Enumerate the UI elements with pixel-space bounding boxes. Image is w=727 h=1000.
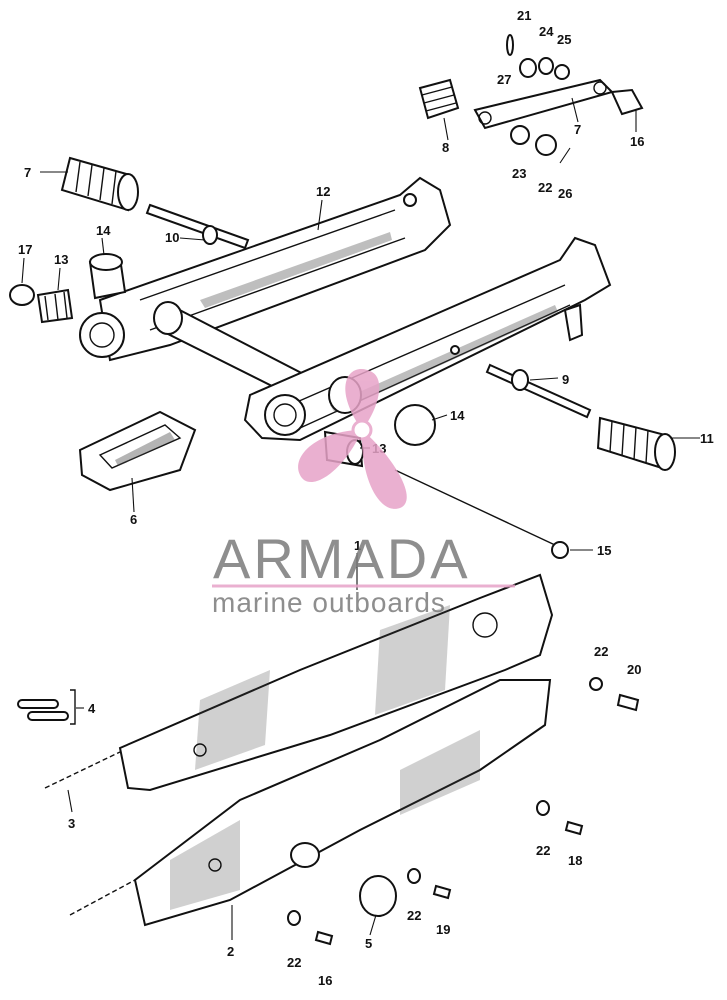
swing-arm bbox=[79, 176, 612, 442]
callout-25: 25 bbox=[557, 32, 571, 47]
watermark-tagline: marine outboards bbox=[212, 587, 446, 618]
screws-and-washers bbox=[287, 677, 640, 946]
callout-22-c: 22 bbox=[407, 908, 421, 923]
callout-11-lower: 11 bbox=[700, 431, 714, 446]
callout-24: 24 bbox=[539, 24, 554, 39]
callout-8: 8 bbox=[442, 140, 449, 155]
callout-2: 2 bbox=[227, 944, 234, 959]
callout-19: 20 bbox=[627, 662, 641, 677]
callout-numbers: 7 10 12 17 13 14 21 24 25 27 8 7 16 23 2… bbox=[18, 8, 714, 988]
grommet-cap bbox=[359, 875, 397, 917]
chain-guide bbox=[78, 410, 197, 492]
cushion-spring bbox=[418, 78, 460, 120]
callout-26: 26 bbox=[558, 186, 572, 201]
chain-joint bbox=[17, 689, 76, 725]
callout-22-b: 22 bbox=[536, 843, 550, 858]
callout-17: 17 bbox=[18, 242, 32, 257]
leader-lines bbox=[21, 97, 700, 940]
pivot-bolt-upper bbox=[145, 203, 250, 250]
callout-16-upper: 16 bbox=[630, 134, 644, 149]
watermark-brand: ARMADA bbox=[213, 527, 471, 590]
callout-23: 23 bbox=[512, 166, 526, 181]
callout-22-a: 22 bbox=[594, 644, 608, 659]
drive-chain bbox=[44, 751, 136, 916]
pivot-bolt-lower bbox=[485, 363, 592, 419]
callout-22-d: 22 bbox=[287, 955, 301, 970]
callout-18-b: 19 bbox=[436, 922, 450, 937]
callout-3: 3 bbox=[68, 816, 75, 831]
callout-9: 9 bbox=[562, 372, 569, 387]
callout-20: 21 bbox=[517, 8, 531, 23]
callout-12: 12 bbox=[316, 184, 330, 199]
callout-15: 15 bbox=[597, 543, 611, 558]
callout-5: 5 bbox=[365, 936, 372, 951]
callout-13-left: 13 bbox=[54, 252, 68, 267]
adjuster-bolt bbox=[394, 469, 569, 559]
callout-1: 1 bbox=[354, 538, 361, 553]
rubber-cap-upper bbox=[60, 156, 139, 212]
chain-case-lower bbox=[133, 679, 552, 927]
callout-14-left: 14 bbox=[96, 223, 111, 238]
callout-4: 4 bbox=[88, 701, 96, 716]
callout-14-center: 14 bbox=[450, 408, 465, 423]
propeller-logo-icon bbox=[298, 369, 407, 509]
callout-10: 10 bbox=[165, 230, 179, 245]
watermark: ARMADA marine outboards bbox=[212, 369, 515, 618]
callout-27: 27 bbox=[497, 72, 511, 87]
bushing-set-left bbox=[9, 253, 127, 324]
chain-case-upper bbox=[118, 573, 554, 792]
rubber-cap-lower bbox=[596, 416, 676, 471]
callout-18-a: 18 bbox=[568, 853, 582, 868]
callout-11-upper: 7 bbox=[24, 165, 31, 180]
link-plate bbox=[473, 34, 644, 164]
callout-16-lower: 16 bbox=[318, 973, 332, 988]
callout-7: 7 bbox=[574, 122, 581, 137]
callout-6: 6 bbox=[130, 512, 137, 527]
callout-21: 22 bbox=[538, 180, 552, 195]
